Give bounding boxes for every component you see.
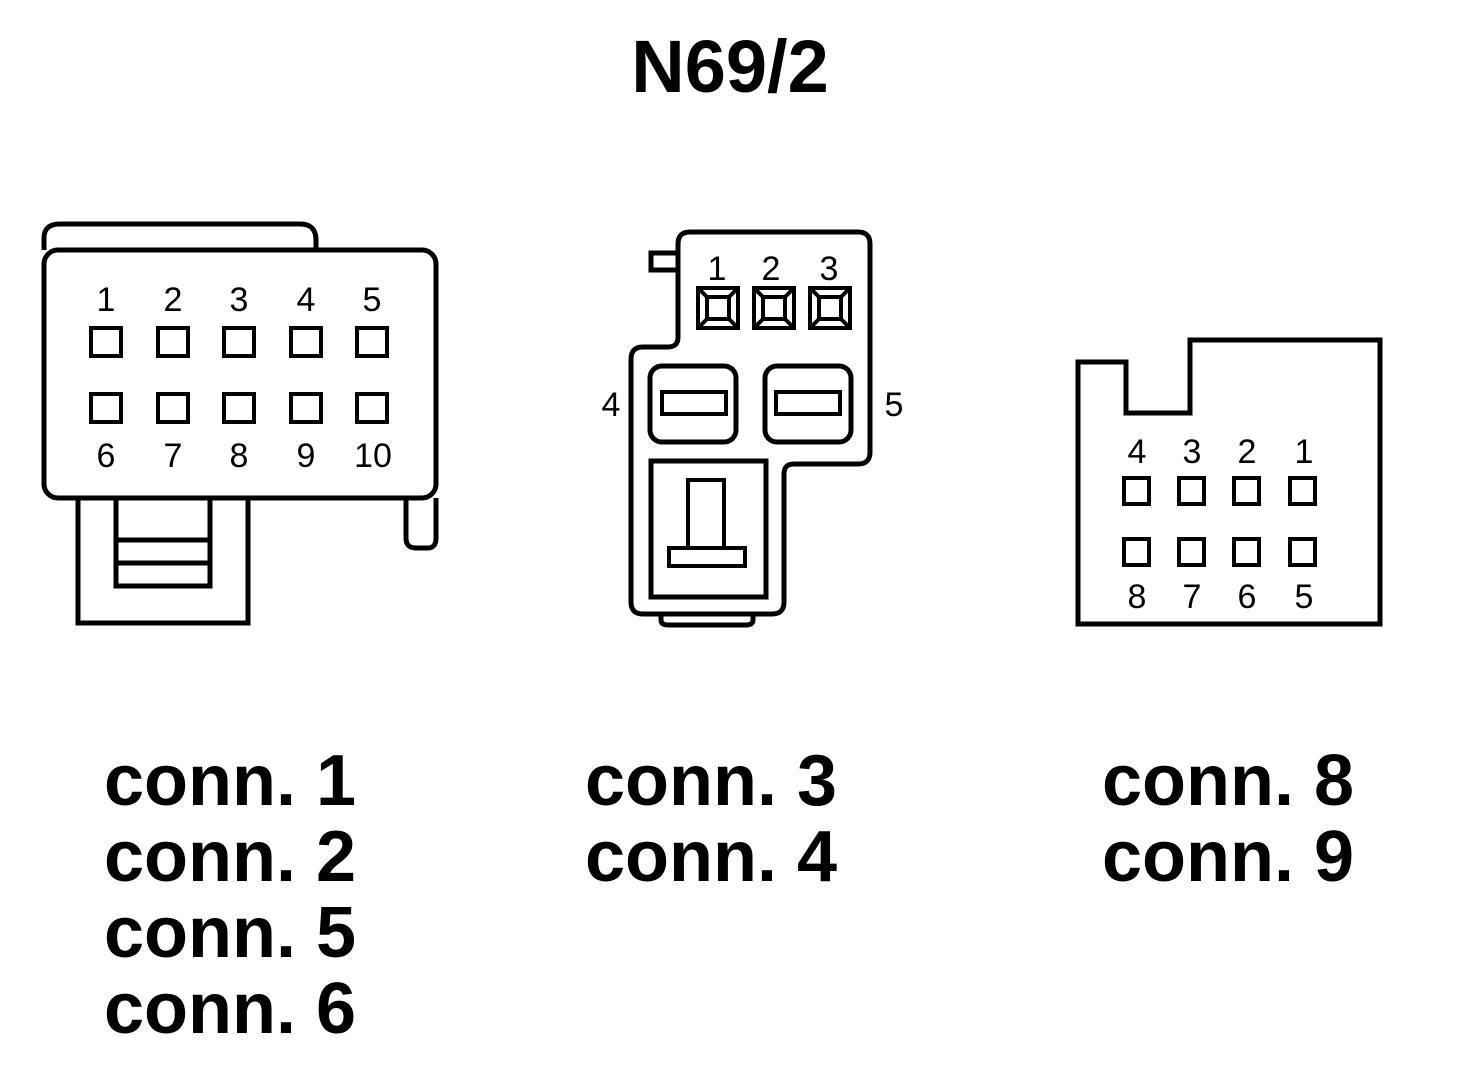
pin-number: 2 xyxy=(762,250,781,288)
pin-number: 3 xyxy=(820,250,839,288)
pin-number: 8 xyxy=(230,437,249,475)
pin-socket xyxy=(355,326,389,358)
pin-number: 4 xyxy=(602,386,621,424)
pin-number: 2 xyxy=(1238,433,1257,471)
right-connector-labels: conn. 8 conn. 9 xyxy=(1102,743,1354,895)
pin-number: 4 xyxy=(1128,433,1147,471)
connector-label: conn. 8 xyxy=(1102,741,1355,821)
left-connector-labels: conn. 1 conn. 2 conn. 5 conn. 6 xyxy=(104,743,356,1047)
connector-label: conn. 2 xyxy=(104,817,357,897)
pin-socket xyxy=(222,392,256,424)
pin-number: 8 xyxy=(1128,578,1147,616)
pin-number: 4 xyxy=(297,281,316,319)
pin-number: 1 xyxy=(708,250,727,288)
pin-number: 1 xyxy=(1295,433,1314,471)
connector-label: conn. 9 xyxy=(1102,817,1355,897)
connector-label: conn. 5 xyxy=(104,893,357,973)
pin-number: 1 xyxy=(97,281,116,319)
middle-connector-drawing xyxy=(628,229,873,628)
pin-socket xyxy=(289,326,323,358)
pin-number: 7 xyxy=(164,437,183,475)
pin-number: 3 xyxy=(1183,433,1202,471)
pin-socket xyxy=(355,392,389,424)
pin-socket xyxy=(222,326,256,358)
pin-socket xyxy=(289,392,323,424)
pin-number: 9 xyxy=(297,437,316,475)
pin-number: 5 xyxy=(885,386,904,424)
pin-socket xyxy=(89,392,123,424)
connector-label: conn. 4 xyxy=(585,817,838,897)
pin-number: 10 xyxy=(354,437,392,475)
pin-socket xyxy=(156,392,190,424)
pin-socket xyxy=(156,326,190,358)
pin-number: 3 xyxy=(230,281,249,319)
pin-number: 7 xyxy=(1183,578,1202,616)
connector-label: conn. 3 xyxy=(585,741,838,821)
pin-number: 2 xyxy=(164,281,183,319)
pin-number: 6 xyxy=(97,437,116,475)
pin-number: 5 xyxy=(363,281,382,319)
pin-socket xyxy=(89,326,123,358)
middle-connector-labels: conn. 3 conn. 4 xyxy=(585,743,837,895)
connector-label: conn. 6 xyxy=(104,969,357,1049)
right-connector-drawing xyxy=(1075,337,1383,627)
pin-number: 5 xyxy=(1295,578,1314,616)
diagram-title: N69/2 xyxy=(631,25,829,108)
connector-label: conn. 1 xyxy=(104,741,357,821)
left-connector-drawing xyxy=(41,221,439,626)
pin-number: 6 xyxy=(1238,578,1257,616)
